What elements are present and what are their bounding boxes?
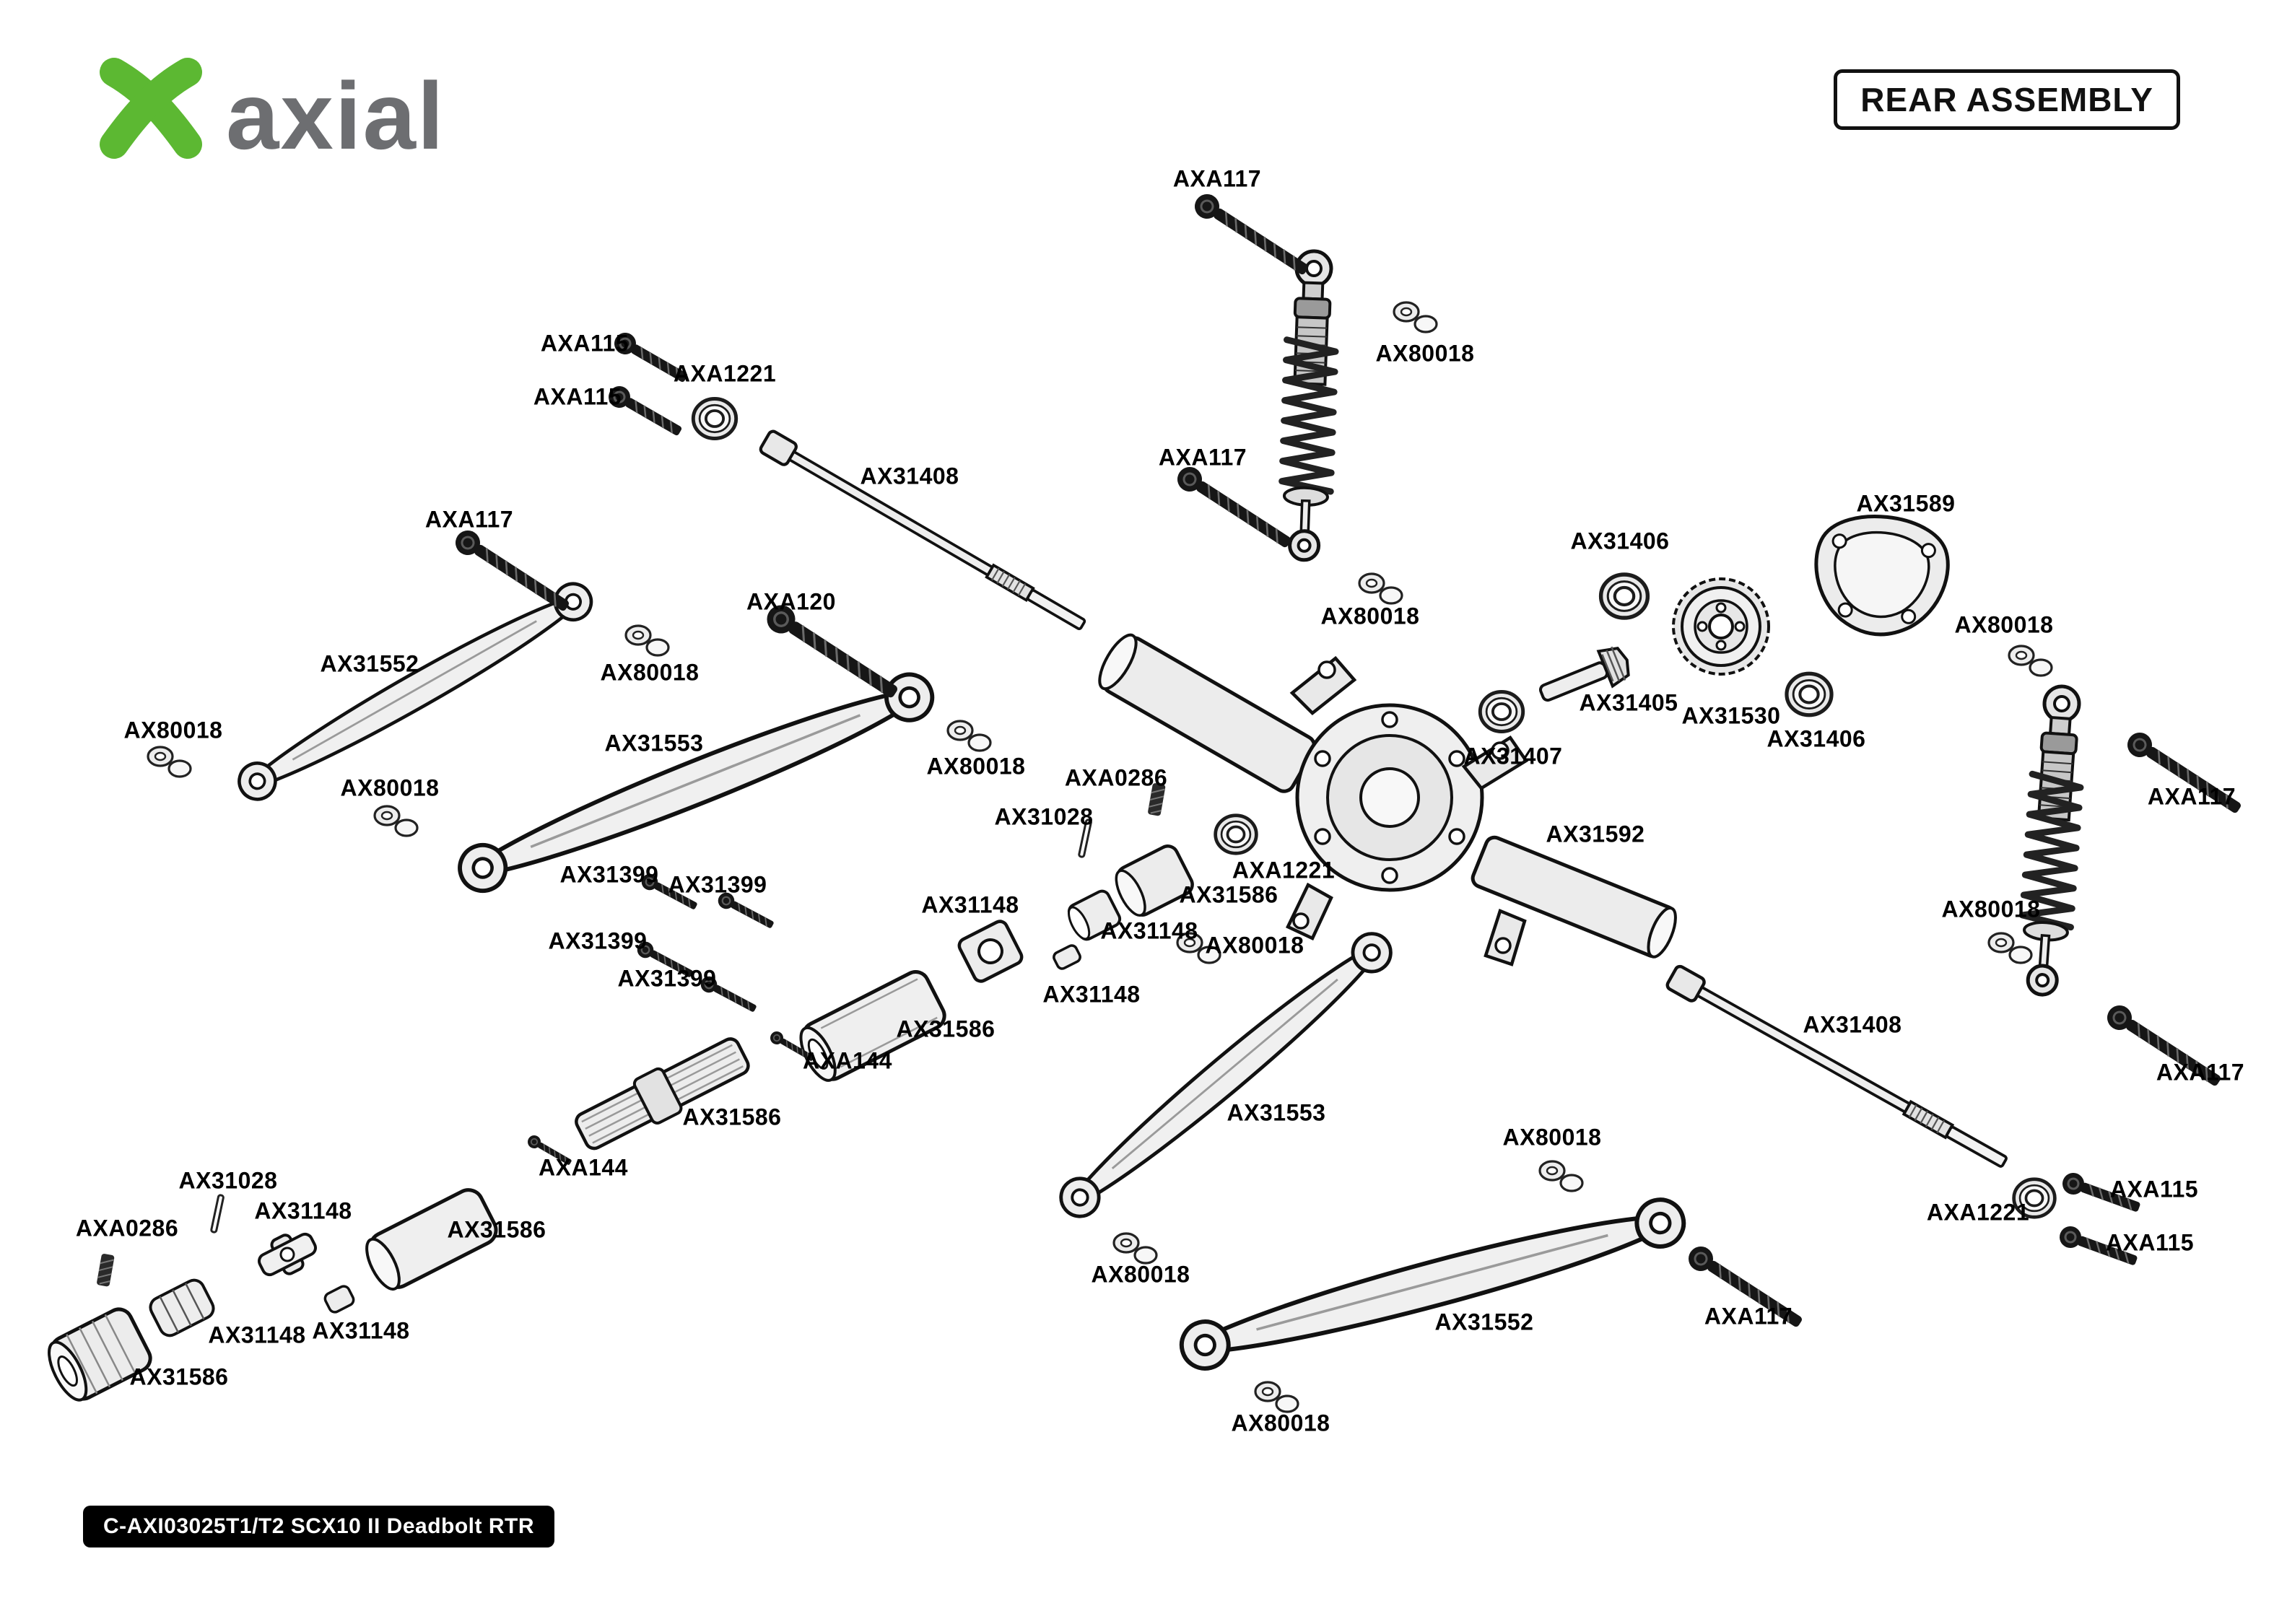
part-axle-housing-ax31592 <box>1098 633 1677 966</box>
part-spacer-ax31148-1 <box>323 1285 355 1314</box>
part-spline-cup-ax31586-right <box>1115 844 1194 917</box>
part-label-ax31586-42: AX31586 <box>682 1104 782 1130</box>
footer-part-code-badge: C-AXI03025T1/T2 SCX10 II Deadbolt RTR <box>83 1506 554 1547</box>
part-label-axa117-0: AXA117 <box>1172 165 1262 192</box>
part-label-axa115-2: AXA115 <box>540 330 630 357</box>
part-label-axa117-56: AXA117 <box>1704 1303 1793 1330</box>
part-boot-ax31148 <box>149 1278 215 1337</box>
assembly-title: REAR ASSEMBLY <box>1834 69 2180 130</box>
part-label-axa1221-51: AXA1221 <box>1926 1199 2030 1226</box>
part-label-axa144-39: AXA144 <box>803 1047 892 1074</box>
part-spacer-ax31148-2 <box>1053 944 1081 970</box>
part-label-ax31552-13: AX31552 <box>320 650 419 677</box>
part-label-ax80018-20: AX80018 <box>926 753 1026 780</box>
part-label-ax80018-1: AX80018 <box>1375 340 1475 367</box>
part-ujoint-ax31148 <box>257 1232 318 1277</box>
part-label-axa1221-4: AXA1221 <box>673 360 777 387</box>
part-label-ax31148-37: AX31148 <box>1042 981 1141 1008</box>
part-label-axa115-50: AXA115 <box>2109 1176 2199 1202</box>
part-splined-shaft-ax31586 <box>575 1037 750 1151</box>
part-coupler-ax31148 <box>957 920 1024 983</box>
part-label-ax80018-55: AX80018 <box>1091 1261 1190 1288</box>
part-label-axa117-41: AXA117 <box>2156 1059 2245 1086</box>
part-drive-cup-ax31586-large <box>48 1307 152 1402</box>
part-label-axa117-23: AXA117 <box>2147 783 2236 810</box>
part-label-ax31148-47: AX31148 <box>254 1197 352 1224</box>
part-label-ax80018-12: AX80018 <box>600 659 700 686</box>
part-label-ax31405-15: AX31405 <box>1579 689 1678 716</box>
part-tube-ax31586-smooth <box>365 1188 498 1291</box>
part-label-ax31406-9: AX31406 <box>1570 528 1670 554</box>
part-label-ax80018-11: AX80018 <box>1954 611 2054 638</box>
part-label-ax31399-36: AX31399 <box>617 965 717 992</box>
part-label-ax31552-57: AX31552 <box>1434 1309 1534 1335</box>
axial-logo: axial <box>85 42 547 183</box>
part-label-axa120-10: AXA120 <box>746 588 836 615</box>
part-label-axa144-44: AXA144 <box>539 1154 628 1181</box>
part-label-ax31399-28: AX31399 <box>559 861 659 888</box>
part-label-axa117-6: AXA117 <box>1158 444 1247 471</box>
part-label-ax31399-29: AX31399 <box>668 871 767 898</box>
part-label-ax31148-54: AX31148 <box>312 1317 410 1344</box>
part-label-ax31028-46: AX31028 <box>178 1167 278 1194</box>
part-label-ax80018-59: AX80018 <box>1231 1410 1330 1436</box>
part-label-ax31028-25: AX31028 <box>994 803 1094 830</box>
part-label-ax31592-26: AX31592 <box>1546 821 1645 847</box>
part-label-ax80018-45: AX80018 <box>1502 1124 1602 1151</box>
brand-text: axial <box>226 63 445 169</box>
part-label-ax80018-14: AX80018 <box>1320 603 1420 629</box>
part-label-ax31586-58: AX31586 <box>129 1363 229 1390</box>
part-label-ax31589-8: AX31589 <box>1856 490 1956 517</box>
part-pinion-gear-ax31405 <box>1538 646 1630 702</box>
part-label-axa117-7: AXA117 <box>424 506 514 533</box>
part-splined-tube-ax31586 <box>799 970 946 1082</box>
part-label-ax80018-18: AX80018 <box>123 717 223 743</box>
part-label-axa1221-27: AXA1221 <box>1232 857 1336 883</box>
axial-x-icon <box>100 58 202 159</box>
part-label-axa0286-21: AXA0286 <box>1064 764 1168 791</box>
part-label-ax31586-49: AX31586 <box>447 1216 546 1243</box>
part-label-ax31408-40: AX31408 <box>1803 1011 1902 1038</box>
part-label-ax31553-19: AX31553 <box>604 730 704 756</box>
part-label-ax31148-53: AX31148 <box>208 1322 306 1348</box>
part-label-ax31148-32: AX31148 <box>1100 917 1198 944</box>
part-label-ax31407-22: AX31407 <box>1463 743 1563 769</box>
part-label-ax80018-35: AX80018 <box>1205 932 1304 959</box>
part-label-ax80018-33: AX80018 <box>1941 896 2041 922</box>
part-label-axa0286-48: AXA0286 <box>75 1215 179 1241</box>
part-label-ax31553-43: AX31553 <box>1227 1099 1326 1126</box>
part-label-ax31406-17: AX31406 <box>1767 725 1866 752</box>
part-label-ax31530-16: AX31530 <box>1681 702 1781 729</box>
part-cup-ax31148-3 <box>1067 889 1122 941</box>
part-label-axa115-52: AXA115 <box>2105 1229 2195 1256</box>
part-label-ax31148-31: AX31148 <box>921 891 1019 918</box>
part-ring-gear-ax31530 <box>1672 577 1770 676</box>
part-label-ax80018-24: AX80018 <box>340 774 440 801</box>
part-label-axa115-3: AXA115 <box>533 383 622 410</box>
part-label-ax31399-34: AX31399 <box>548 927 648 954</box>
part-label-ax31586-38: AX31586 <box>896 1016 996 1042</box>
part-diff-cover-ax31589 <box>1814 515 1950 637</box>
part-label-ax31408-5: AX31408 <box>860 463 959 489</box>
part-label-ax31586-30: AX31586 <box>1179 881 1278 908</box>
